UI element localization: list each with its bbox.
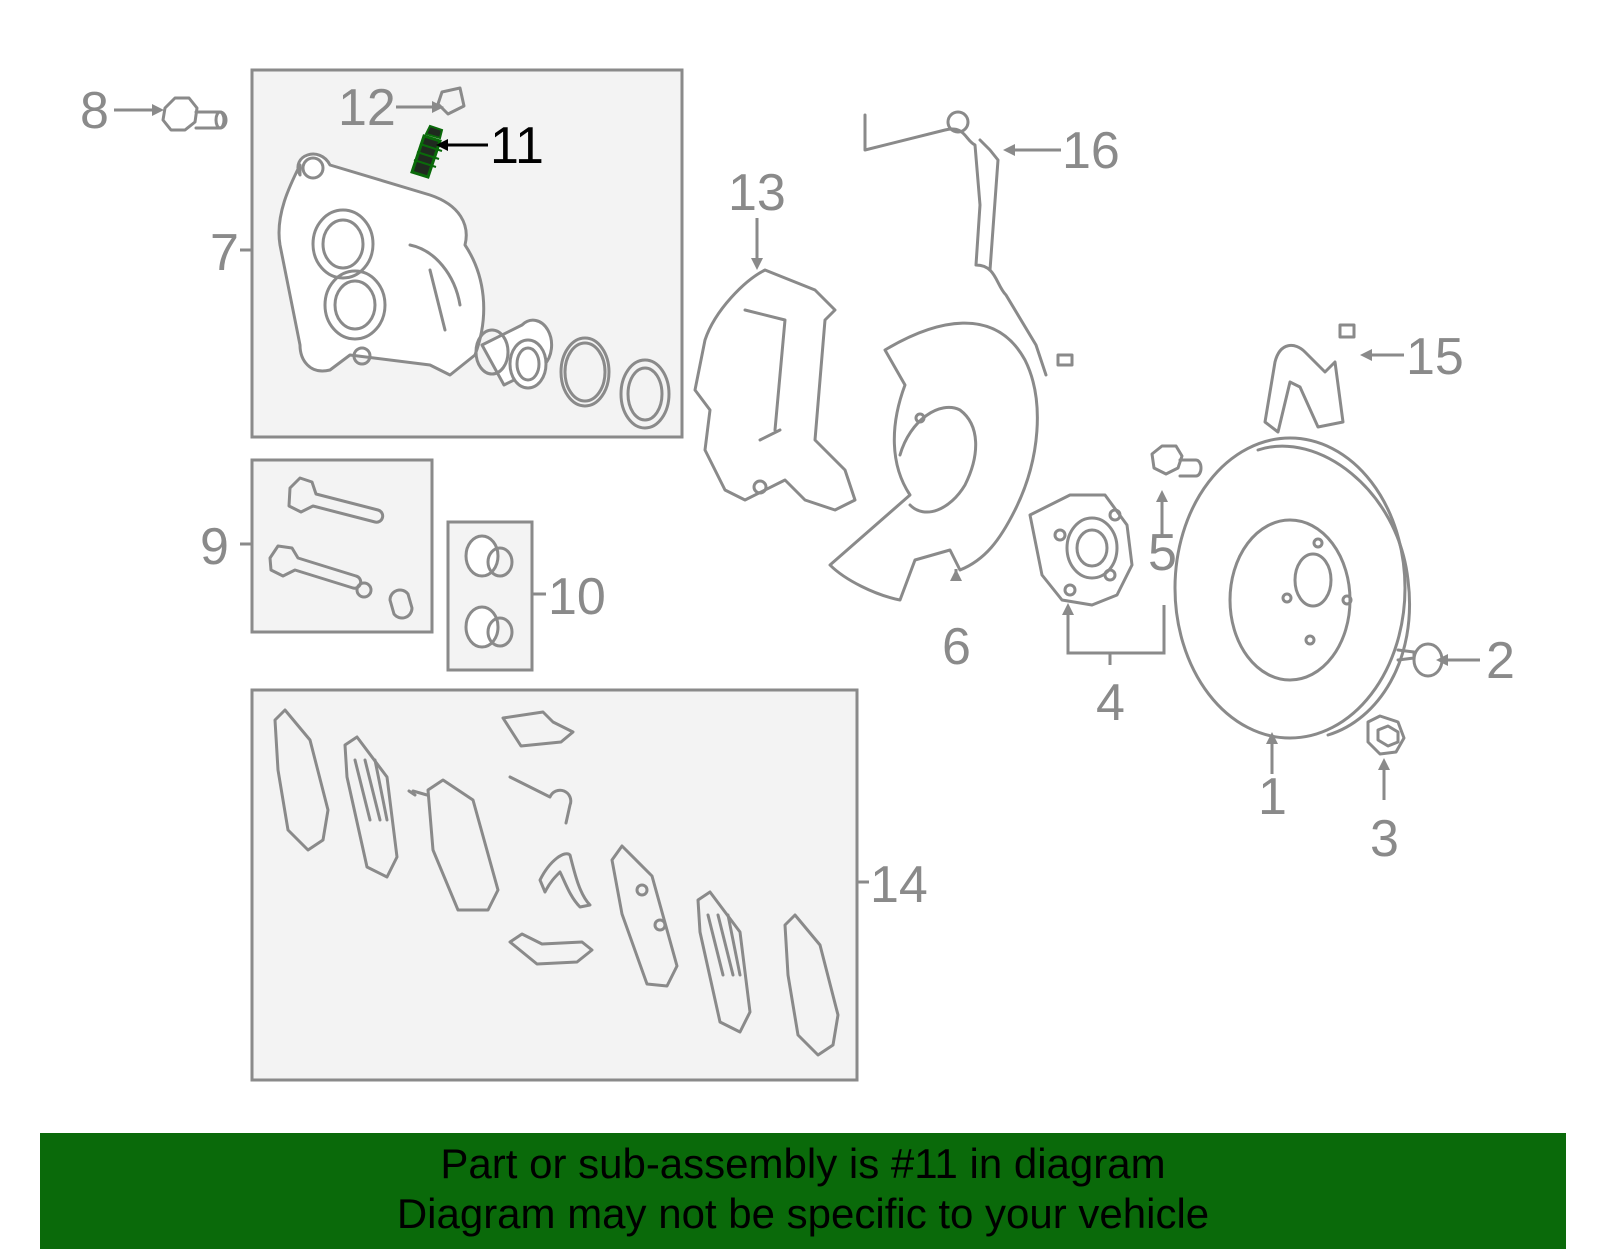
wheel-hub-part-4[interactable] <box>1028 493 1134 607</box>
callout-14: 14 <box>870 856 928 914</box>
callout-4: 4 <box>1096 674 1125 732</box>
banner-line-part: Part or sub-assembly is #11 in diagram <box>440 1140 1166 1187</box>
piston-seal <box>619 358 671 430</box>
dust-shield-part-6[interactable] <box>828 321 1039 602</box>
wheel-speed-sensor-part-16[interactable] <box>863 110 1074 377</box>
callout-10: 10 <box>548 568 606 626</box>
callout-11: 11 <box>490 117 544 175</box>
callout-16: 16 <box>1062 122 1120 180</box>
caliper-piston <box>474 318 554 390</box>
callout-2: 2 <box>1486 632 1515 690</box>
guide-pins-part-9[interactable] <box>268 476 414 620</box>
callout-3: 3 <box>1370 810 1399 868</box>
caliper-housing-part-7[interactable] <box>277 152 486 377</box>
brake-rotor-part-1[interactable] <box>1173 436 1411 740</box>
bleeder-cap-part-12[interactable] <box>436 86 466 116</box>
arrow-heads <box>152 101 1448 770</box>
info-banner: Part or sub-assembly is #11 in diagram D… <box>40 1133 1566 1249</box>
callout-15: 15 <box>1406 328 1464 386</box>
hub-nut-part-3[interactable] <box>1366 714 1406 756</box>
callout-1: 1 <box>1258 768 1287 826</box>
callout-13: 13 <box>728 164 786 222</box>
brake-pads-part-14[interactable] <box>273 708 840 1057</box>
pin-boots-part-10[interactable] <box>464 534 514 649</box>
bleeder-screw-part-11[interactable] <box>410 124 444 179</box>
callout-8: 8 <box>80 82 109 140</box>
brake-hose-part-15[interactable] <box>1263 323 1356 434</box>
callout-12: 12 <box>338 79 396 137</box>
bolt-part-8[interactable] <box>161 96 228 132</box>
callout-5: 5 <box>1148 524 1177 582</box>
hub-bolt-part-5[interactable] <box>1150 444 1203 478</box>
callout-6: 6 <box>942 618 971 676</box>
pad-kit-box <box>250 688 859 1082</box>
callout-7: 7 <box>210 224 239 282</box>
piston-ring <box>559 336 611 408</box>
leader-lines <box>114 105 1480 884</box>
callout-9: 9 <box>200 518 229 576</box>
caliper-bracket-part-13[interactable] <box>693 268 857 512</box>
banner-line-disclaimer: Diagram may not be specific to your vehi… <box>396 1190 1210 1237</box>
